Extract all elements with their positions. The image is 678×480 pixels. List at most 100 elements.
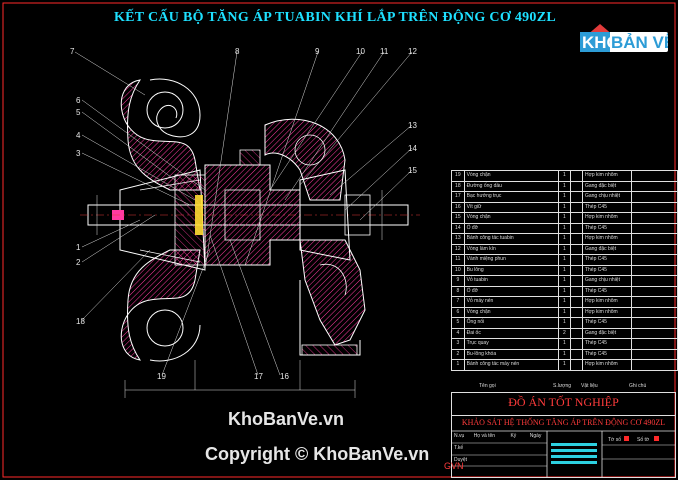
legend-material: Vật liệu [581, 383, 598, 389]
part-blank [570, 359, 583, 371]
title-block-grid [452, 430, 675, 477]
part-quantity: 1 [557, 180, 572, 192]
sheet-label: Tờ số [608, 437, 622, 443]
part-name: Ổ đỡ [463, 222, 559, 234]
drawing-title: KẾT CẤU BỘ TĂNG ÁP TUABIN KHÍ LẮP TRÊN Đ… [113, 10, 557, 25]
legend-qty: S.lượng [553, 383, 572, 389]
part-number: 17 [451, 191, 465, 203]
part-note [630, 180, 678, 192]
part-quantity: 1 [557, 285, 572, 297]
part-name: Bánh công tác máy nén [463, 359, 559, 371]
logo-part2: BẢN VẼ [611, 32, 668, 52]
part-blank [570, 306, 583, 318]
part-name: Vòng chặn [463, 306, 559, 318]
title-block-row1: N.vụ Họ và tên Ký Ngày [454, 433, 542, 439]
part-number: 9 [451, 275, 465, 287]
part-blank [570, 264, 583, 276]
brand-logo: KHO BẢN VẼ [580, 24, 668, 52]
part-quantity: 1 [557, 359, 572, 371]
part-material: Hợp kim nhôm [581, 359, 632, 371]
part-material: Hợp kim nhôm [581, 296, 632, 308]
title-block: ĐỒ ÁN TỐT NGHIỆP KHẢO SÁT HỆ THỐNG TĂNG … [451, 392, 676, 478]
part-number: 15 [451, 212, 465, 224]
part-material: Gang đặc biệt [581, 243, 632, 255]
part-number: 1 [451, 359, 465, 371]
part-quantity: 1 [557, 306, 572, 318]
part-name: Vòng làm kín [463, 243, 559, 255]
logo-part1: KHO [582, 33, 620, 52]
part-number: 11 [451, 254, 465, 266]
part-name: Bu-lông khóa [463, 348, 559, 360]
part-note [630, 317, 678, 329]
part-note [630, 275, 678, 287]
callout-5: 5 [76, 108, 81, 117]
callout-14: 14 [408, 144, 417, 153]
part-blank [570, 222, 583, 234]
part-note [630, 222, 678, 234]
part-material: Thép C45 [581, 264, 632, 276]
part-blank [570, 348, 583, 360]
part-number: 13 [451, 233, 465, 245]
watermark-copyright: Copyright © KhoBanVe.vn [205, 444, 430, 464]
part-material: Gang chịu nhiệt [581, 191, 632, 203]
part-blank [570, 233, 583, 245]
part-blank [570, 191, 583, 203]
part-material: Gang đặc biệt [581, 180, 632, 192]
part-quantity: 1 [557, 348, 572, 360]
part-material: Gang chịu nhiệt [581, 275, 632, 287]
callout-3: 3 [76, 149, 81, 158]
part-name: Đai ốc [463, 327, 559, 339]
part-name: Bạc hướng trục [463, 191, 559, 203]
part-note [630, 170, 678, 182]
part-note [630, 327, 678, 339]
leader-lines [74, 51, 413, 376]
part-note [630, 201, 678, 213]
part-material: Thép C45 [581, 222, 632, 234]
legend-name: Tên gọi [479, 383, 496, 389]
part-note [630, 233, 678, 245]
part-quantity: 1 [557, 191, 572, 203]
part-blank [570, 212, 583, 224]
part-material: Hợp kim nhôm [581, 233, 632, 245]
part-quantity: 1 [557, 170, 572, 182]
part-note [630, 338, 678, 350]
part-quantity: 1 [557, 264, 572, 276]
part-name: Vòng chặn [463, 170, 559, 182]
part-number: 4 [451, 327, 465, 339]
part-material: Hợp kim nhôm [581, 212, 632, 224]
part-material: Thép C45 [581, 338, 632, 350]
part-note [630, 296, 678, 308]
callout-6: 6 [76, 96, 81, 105]
part-blank [570, 275, 583, 287]
callout-4: 4 [76, 131, 81, 140]
part-quantity: 1 [557, 243, 572, 255]
part-note [630, 191, 678, 203]
part-name: Ổ đỡ [463, 285, 559, 297]
part-name: Vành miệng phun [463, 254, 559, 266]
part-note [630, 254, 678, 266]
part-quantity: 1 [557, 212, 572, 224]
turbocharger-section: 1 2 3 4 5 6 7 8 9 10 11 12 13 14 15 16 1… [70, 47, 420, 398]
part-quantity: 1 [557, 296, 572, 308]
part-blank [570, 201, 583, 213]
callout-16: 16 [280, 372, 289, 381]
part-blank [570, 338, 583, 350]
callout-17: 17 [254, 372, 263, 381]
part-material: Gang đặc biệt [581, 327, 632, 339]
callout-11: 11 [380, 47, 389, 56]
title-block-heading: ĐỒ ÁN TỐT NGHIỆP [508, 395, 619, 409]
